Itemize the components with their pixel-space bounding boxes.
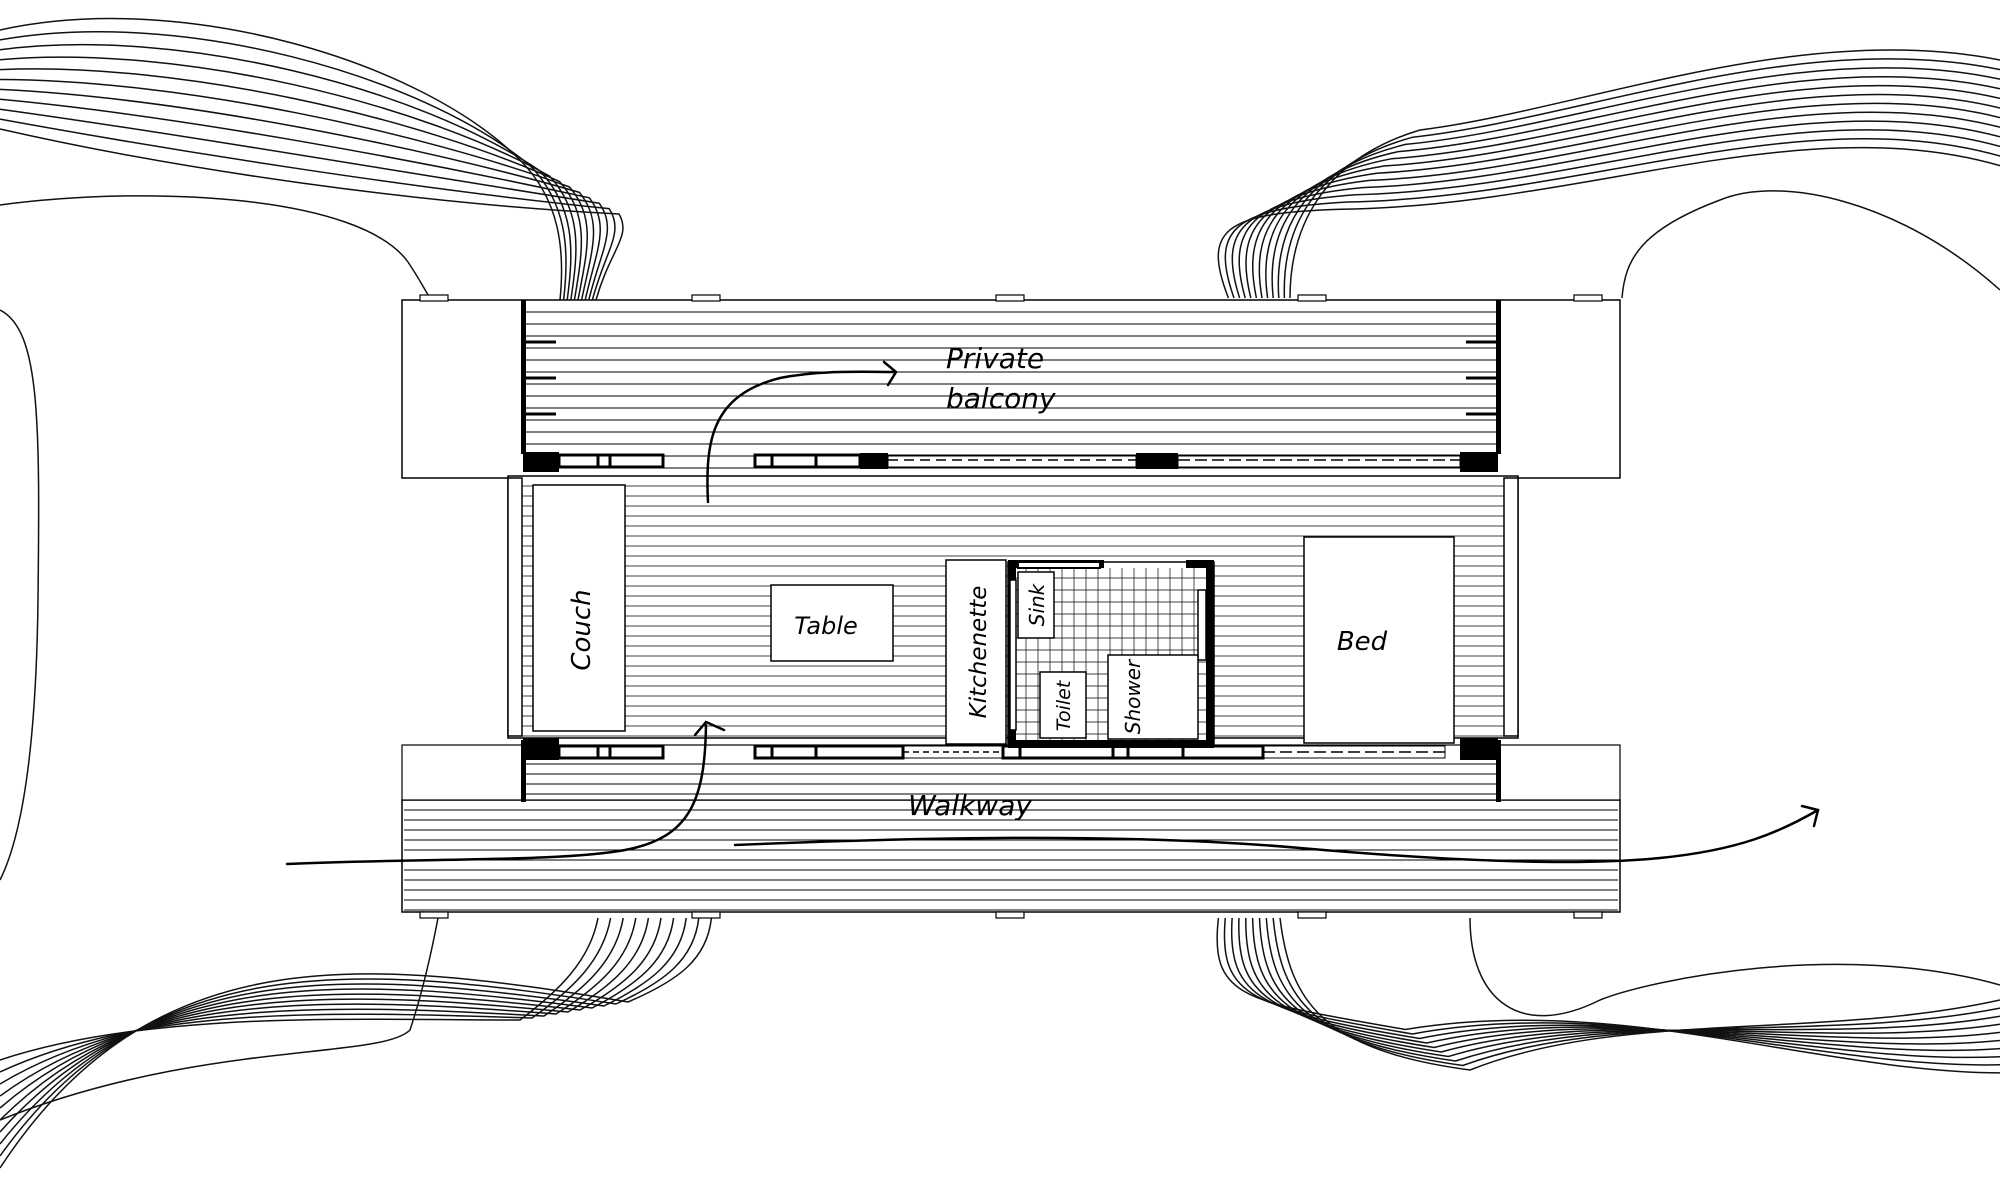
- contour-line: [1252, 102, 2000, 299]
- topographic-contours: [0, 17, 2000, 1169]
- bed: Bed: [1303, 536, 1455, 744]
- contour-line: [0, 56, 577, 301]
- toilet: Toilet: [1039, 671, 1087, 739]
- contour-line: [0, 917, 662, 1121]
- contour-line: [0, 118, 616, 301]
- contour-line: [1245, 111, 2000, 299]
- contour-line: [1230, 917, 2000, 1059]
- circulation-path-balcony: [706, 360, 898, 504]
- bottom-window-wall: [523, 738, 1498, 760]
- contour-line: [0, 917, 687, 1145]
- contour-line: [1245, 917, 2000, 1049]
- contour-line: [1283, 58, 2000, 299]
- kitchenette: Kitchenette: [945, 559, 1007, 745]
- contour-line: [1258, 93, 2000, 299]
- contour-line: [0, 917, 650, 1109]
- contour-line: [1216, 917, 2000, 1074]
- sink-label: Sink: [1025, 582, 1049, 626]
- contour-line: [1223, 917, 2000, 1066]
- contour-line: [1469, 917, 2000, 1017]
- contour-line: [0, 917, 612, 1073]
- contour-line: [1265, 917, 2000, 1062]
- contour-line: [1238, 120, 2000, 299]
- top-window-wall: [523, 452, 1498, 472]
- balcony-label-line2: balcony: [946, 382, 1056, 415]
- couch: Couch: [532, 484, 626, 732]
- contour-line: [0, 68, 583, 301]
- balcony-frame-walls: [521, 300, 1501, 802]
- kitchenette-label: Kitchenette: [966, 586, 992, 719]
- contour-line: [0, 917, 675, 1133]
- table: Table: [770, 584, 894, 662]
- contour-line: [0, 917, 713, 1169]
- contour-line: [1231, 129, 2000, 299]
- contour-line: [0, 917, 624, 1085]
- couch-label: Couch: [567, 589, 597, 670]
- contour-line: [1217, 146, 2000, 299]
- balcony-deck: [401, 294, 1621, 479]
- contour-line: [1224, 138, 2000, 299]
- contour-line: [1272, 917, 2000, 1067]
- contour-line: [1271, 75, 2000, 299]
- contour-line: [1621, 190, 2000, 299]
- contour-line: [1258, 917, 2000, 1058]
- contour-line: [0, 88, 595, 301]
- contour-line: [0, 108, 609, 301]
- contour-line: [1279, 917, 2000, 1071]
- contour-line: [1277, 67, 2000, 299]
- contour-line: [0, 98, 601, 301]
- balcony-label-line1: Private: [946, 342, 1044, 375]
- contour-line: [1289, 49, 2000, 299]
- sink: Sink: [1017, 571, 1055, 639]
- contour-line: [0, 31, 567, 301]
- contour-line: [0, 17, 563, 301]
- walkway-label: Walkway: [908, 789, 1032, 822]
- contour-line: [0, 309, 40, 881]
- contour-line: [1265, 84, 2000, 299]
- circulation-path-entry: [285, 720, 726, 866]
- shower: Shower: [1107, 654, 1199, 740]
- bed-label: Bed: [1337, 627, 1388, 657]
- contour-line: [0, 917, 439, 1121]
- contour-line: [1251, 917, 2000, 1053]
- contour-line: [0, 917, 700, 1157]
- contour-line: [0, 917, 599, 1061]
- shower-label: Shower: [1121, 658, 1145, 734]
- contour-line: [0, 917, 637, 1097]
- contour-line: [0, 195, 431, 299]
- table-label: Table: [794, 612, 858, 640]
- circulation-path-walkway: [733, 804, 1820, 864]
- toilet-label: Toilet: [1053, 679, 1075, 731]
- contour-line: [0, 44, 572, 301]
- contour-line: [0, 78, 588, 301]
- contour-line: [0, 128, 624, 301]
- contour-line: [1238, 917, 2000, 1052]
